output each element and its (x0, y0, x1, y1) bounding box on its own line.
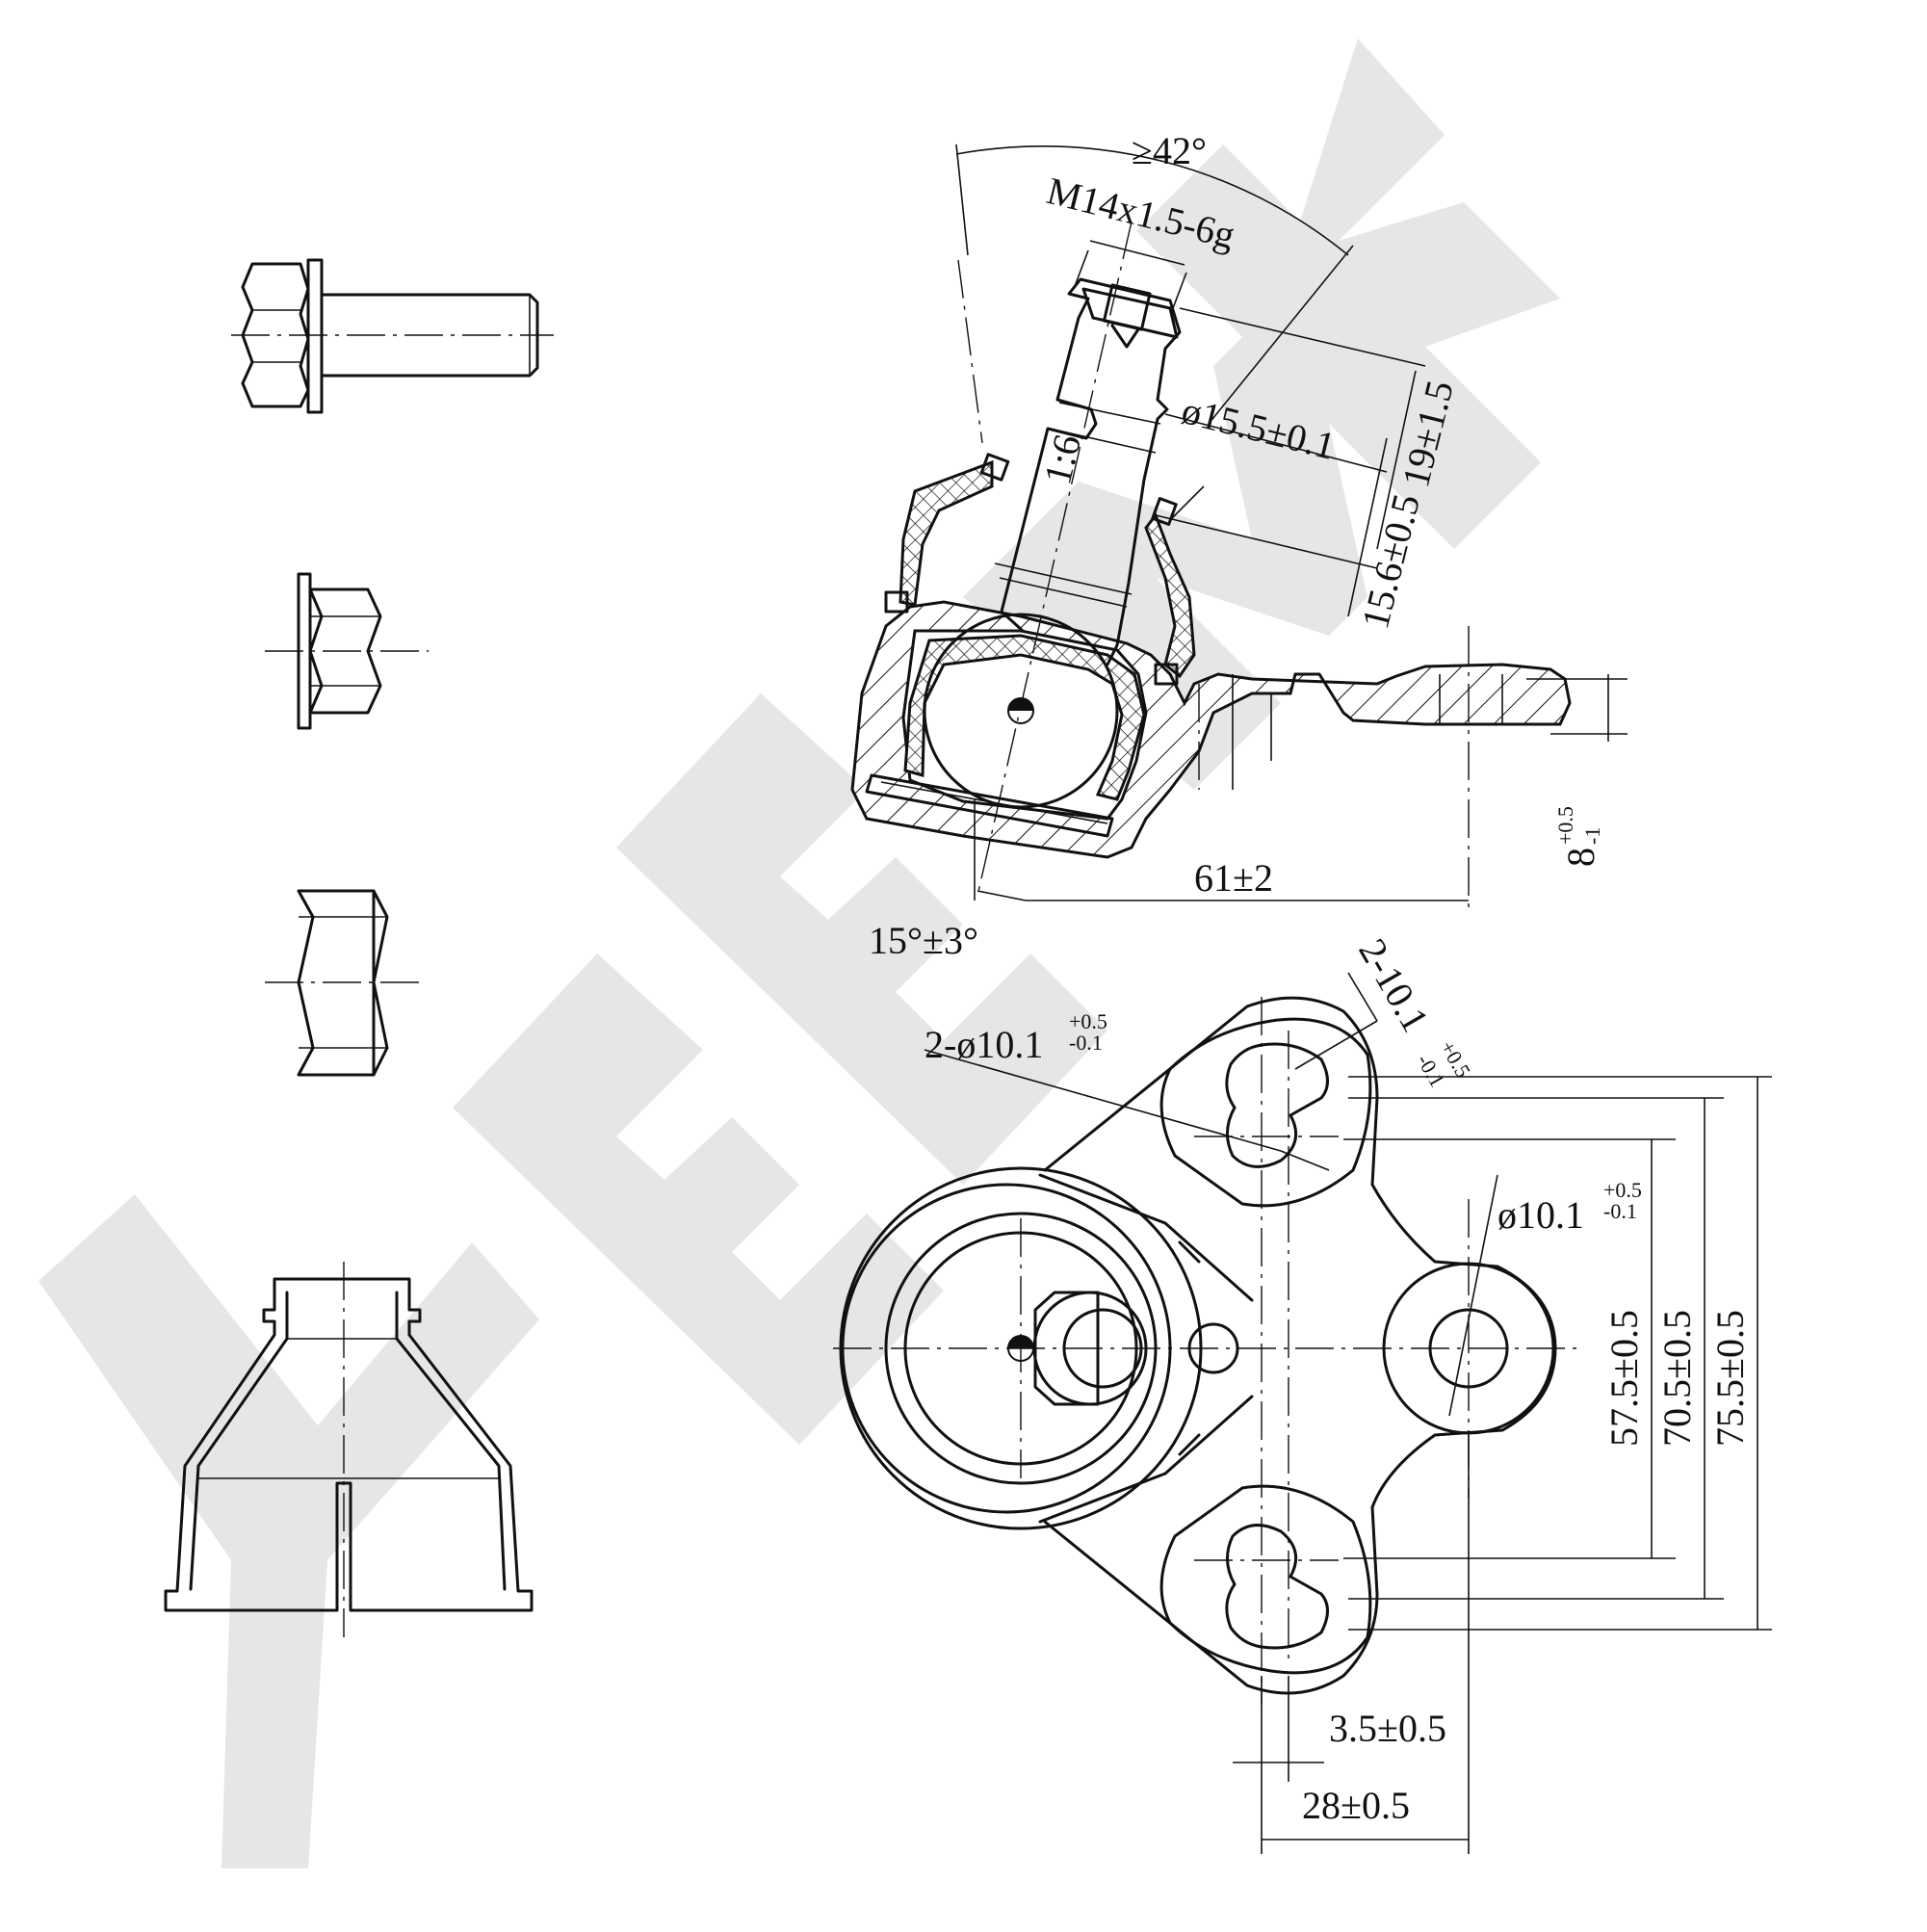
dim-length-15-6: 15.6±0.5 (1353, 490, 1428, 634)
svg-text:ø10.1: ø10.1 (1497, 1193, 1584, 1237)
svg-text:-0.1: -0.1 (1069, 1031, 1103, 1055)
slot-hole-lower (1225, 1524, 1329, 1650)
watermark-letter-k (1136, 39, 1560, 520)
dim-height-8: 8 +0.5 -1 (1553, 806, 1604, 867)
dim-slot-holes: 2-ø10.1 +0.5 -0.1 (924, 1009, 1107, 1066)
dim-length-61: 61±2 (1194, 856, 1273, 900)
stud (1000, 277, 1182, 666)
ball-joint-top-view (833, 996, 1584, 1705)
dim-angle: ≥42° (1132, 129, 1207, 172)
svg-text:-1: -1 (1580, 827, 1604, 845)
dim-hole-center: ø10.1 +0.5 -0.1 (1497, 1178, 1642, 1237)
svg-text:-0.1: -0.1 (1603, 1199, 1637, 1223)
svg-text:+0.5: +0.5 (1603, 1178, 1642, 1202)
dimension-labels: ≥42° M14x1.5-6g 1:6 ø15.5±0.1 19±1.5 15.… (869, 129, 1752, 1827)
dim-tilt: 15°±3° (869, 919, 978, 962)
watermark-letter-e1 (453, 953, 944, 1445)
hex-nut-icon (265, 889, 424, 1077)
svg-text:2-ø10.1: 2-ø10.1 (924, 1023, 1043, 1066)
watermark-letter-e2 (616, 693, 1107, 1185)
dim-height-75-5: 75.5±0.5 (1708, 1310, 1752, 1447)
bottom-plate (865, 773, 1114, 838)
side-view-dimensions (955, 144, 1628, 901)
dim-taper: 1:6 (1035, 431, 1089, 488)
dim-height-70-5: 70.5±0.5 (1655, 1310, 1699, 1447)
watermark (39, 39, 1560, 1868)
svg-text:+0.5: +0.5 (1553, 806, 1577, 845)
watermark-letter-y (39, 1194, 539, 1868)
dim-height-57-5: 57.5±0.5 (1602, 1310, 1646, 1447)
dust-boot-icon (164, 1262, 534, 1637)
slot-hole-upper (1225, 1042, 1329, 1168)
flange-bolt-icon (231, 258, 554, 414)
ball-joint-side-view (850, 221, 1572, 915)
svg-text:2-10.1: 2-10.1 (1350, 931, 1438, 1039)
bearing-liner (903, 634, 1146, 801)
svg-text:+0.5: +0.5 (1069, 1009, 1107, 1033)
dim-offset-3-5: 3.5±0.5 (1329, 1707, 1446, 1750)
flange-nut-icon (265, 572, 429, 730)
top-view-dimensions (924, 972, 1772, 1854)
svg-text:8: 8 (1559, 848, 1602, 867)
dim-width-28: 28±0.5 (1302, 1784, 1410, 1827)
flange-outline (1043, 996, 1557, 1695)
